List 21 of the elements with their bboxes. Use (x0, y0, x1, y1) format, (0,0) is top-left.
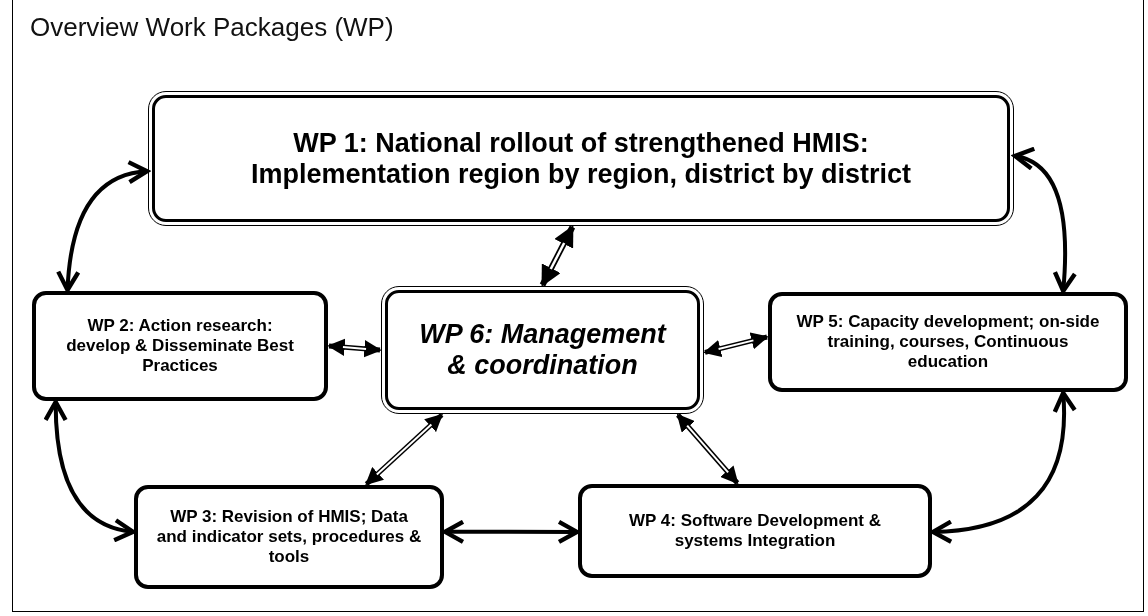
title: Overview Work Packages (WP) (30, 12, 394, 43)
box-text: WP 3: Revision of HMIS; Data and indicator sets, procedures & tools (155, 507, 423, 567)
work-package-box (578, 484, 932, 578)
box-text: WP 4: Software Development & systems Integration (628, 511, 882, 551)
box-text: WP 6: Management & coordination (418, 319, 668, 381)
curved-arrow (56, 161, 150, 293)
work-package-box (768, 292, 1128, 392)
box-text: WP 1: National rollout of strengthened HMIS: Implementation region by region, district by district (249, 127, 913, 190)
work-package-box (134, 485, 444, 589)
box-text: WP 5: Capacity development; on-side training, courses, Continuous education (795, 312, 1101, 372)
curved-arrow (43, 399, 136, 542)
arrow (442, 519, 580, 545)
double-line-arrow (539, 225, 576, 287)
curved-arrow (930, 390, 1077, 544)
curved-arrow (1012, 148, 1077, 294)
box-text: WP 2: Action research: develop & Disseminate Best Practices (65, 316, 295, 376)
double-line-arrow (327, 338, 382, 358)
double-line-arrow (703, 332, 769, 358)
work-package-box (32, 291, 328, 401)
double-line-arrow (676, 413, 740, 485)
double-line-arrow (364, 413, 444, 486)
